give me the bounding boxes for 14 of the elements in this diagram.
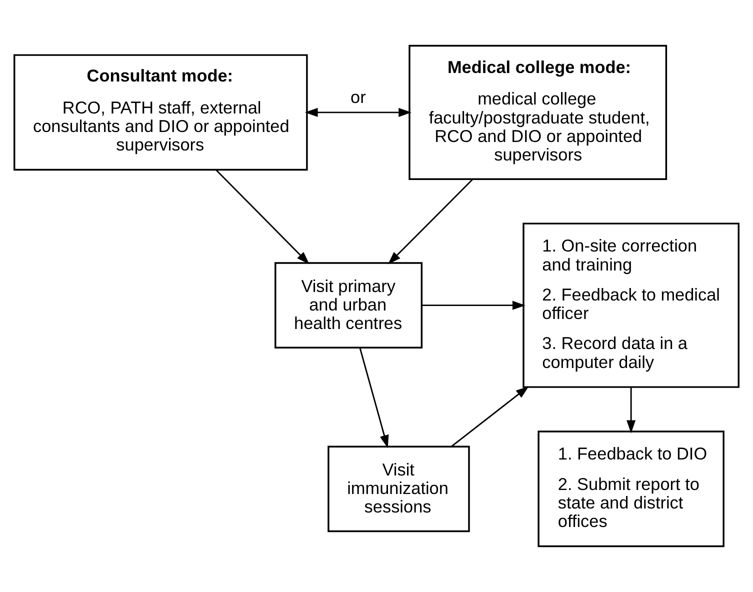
arrow <box>626 388 636 434</box>
arrow <box>422 300 526 310</box>
node-box: Consultant mode: RCO, PATH staff, external consultants and DIO or appointed supervisors <box>14 54 308 171</box>
arrow <box>451 386 529 447</box>
arrow <box>388 178 474 264</box>
edge-label: or <box>350 87 366 108</box>
node-box: Visit primary and urban health centres <box>274 262 423 348</box>
node-box: Medical college mode: medical college faculty/postgraduate student, RCO and DIO or appointed supervisors <box>408 44 668 180</box>
arrow <box>359 348 389 448</box>
node-box: Visit immunization sessions <box>328 446 470 532</box>
node-box: 1. Feedback to DIO 2. Submit report to state and district offices <box>538 430 724 548</box>
node-box: 1. On-site correction and training 2. Feedback to medical officer 3. Record data in a computer daily <box>522 222 740 388</box>
arrow <box>304 108 412 117</box>
arrow <box>216 169 310 264</box>
